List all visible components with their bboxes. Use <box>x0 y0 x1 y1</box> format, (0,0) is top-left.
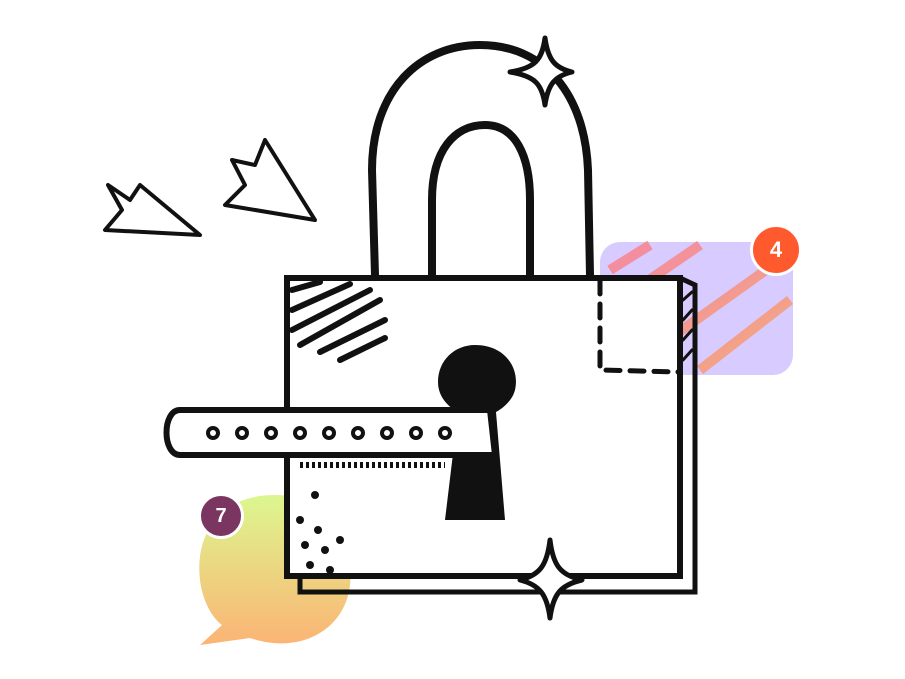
password-mask-dot <box>322 426 336 440</box>
password-mask-dot <box>235 426 249 440</box>
password-field <box>163 407 499 468</box>
lock-shackle <box>367 40 594 279</box>
password-mask-dot <box>293 426 307 440</box>
password-mask-dot <box>409 426 423 440</box>
message-count-badge: 7 <box>198 493 244 539</box>
sparkle-icons <box>507 35 585 621</box>
password-mask-dot <box>206 426 220 440</box>
password-mask-dot <box>264 426 278 440</box>
dot-pattern <box>296 491 344 574</box>
lock-body <box>284 275 698 595</box>
password-mask-dot <box>380 426 394 440</box>
notification-count-badge: 4 <box>750 224 802 276</box>
cursor-arrow-icons <box>103 138 317 237</box>
password-mask-dot <box>351 426 365 440</box>
password-mask-dot <box>438 426 452 440</box>
